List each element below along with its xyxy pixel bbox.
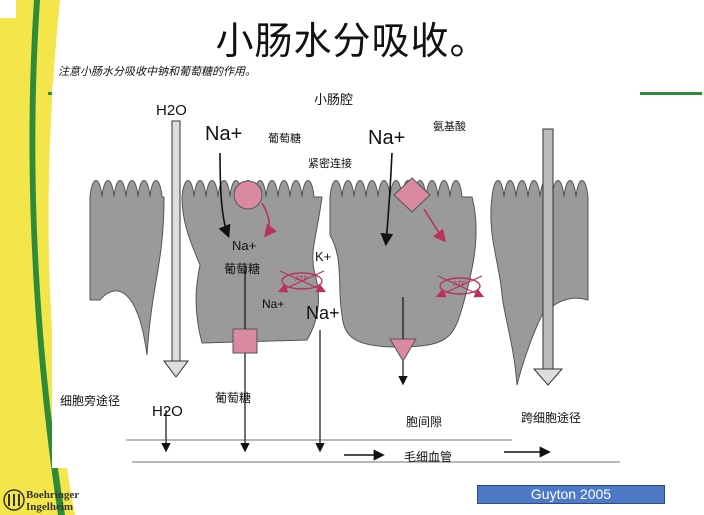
atp-label-left: ATP — [295, 276, 308, 283]
water-label-top: H2O — [156, 102, 187, 119]
cell-sodium-label: Na+ — [232, 238, 256, 253]
amino-acid-label: 氨基酸 — [433, 118, 466, 134]
divider-right — [640, 92, 702, 95]
source-credit: Guyton 2005 — [477, 485, 665, 504]
logo-line-1: Boehringer — [26, 489, 79, 501]
basolateral-glucose-transporter — [233, 329, 257, 353]
tight-junction-label: 紧密连接 — [308, 155, 352, 171]
sodium-label-left: Na+ — [205, 123, 242, 146]
epithelial-cell-far-right — [491, 181, 588, 386]
epithelial-cell-left — [90, 181, 164, 356]
glucose-label-top: 葡萄糖 — [268, 130, 301, 146]
glucose-transporter — [234, 181, 262, 209]
water-label-bottom: H2O — [152, 403, 183, 420]
page-title: 小肠水分吸收。 — [0, 10, 704, 65]
paracellular-label: 细胞旁途径 — [60, 392, 120, 409]
logo-emblem-icon — [4, 490, 24, 510]
sodium-small-label: Na+ — [262, 297, 284, 311]
absorption-diagram: 小肠腔 H2O Na+ 葡萄糖 紧密连接 Na+ 氨基酸 Na+ 葡萄糖 K+ … — [52, 85, 622, 468]
sodium-label-right: Na+ — [368, 127, 405, 150]
basolateral-amino-acid-transporter — [390, 339, 416, 361]
sodium-big-label: Na+ — [306, 303, 340, 324]
atp-label-right: ATP — [453, 281, 466, 288]
transcellular-arrow — [543, 129, 553, 369]
page-subtitle: 注意小肠水分吸收中钠和葡萄糖的作用。 — [58, 63, 256, 79]
intercellular-label: 胞间隙 — [406, 413, 442, 430]
logo-text: Boehringer Ingelheim — [26, 489, 79, 513]
logo-line-2: Ingelheim — [26, 501, 79, 513]
water-paracellular-arrow — [172, 121, 180, 361]
glucose-label-bottom: 葡萄糖 — [215, 389, 251, 406]
lumen-label: 小肠腔 — [314, 89, 353, 108]
transcellular-label: 跨细胞途径 — [521, 409, 581, 426]
capillary-label: 毛细血管 — [404, 448, 452, 465]
potassium-label: K+ — [315, 249, 331, 264]
cell-glucose-label: 葡萄糖 — [224, 260, 260, 277]
